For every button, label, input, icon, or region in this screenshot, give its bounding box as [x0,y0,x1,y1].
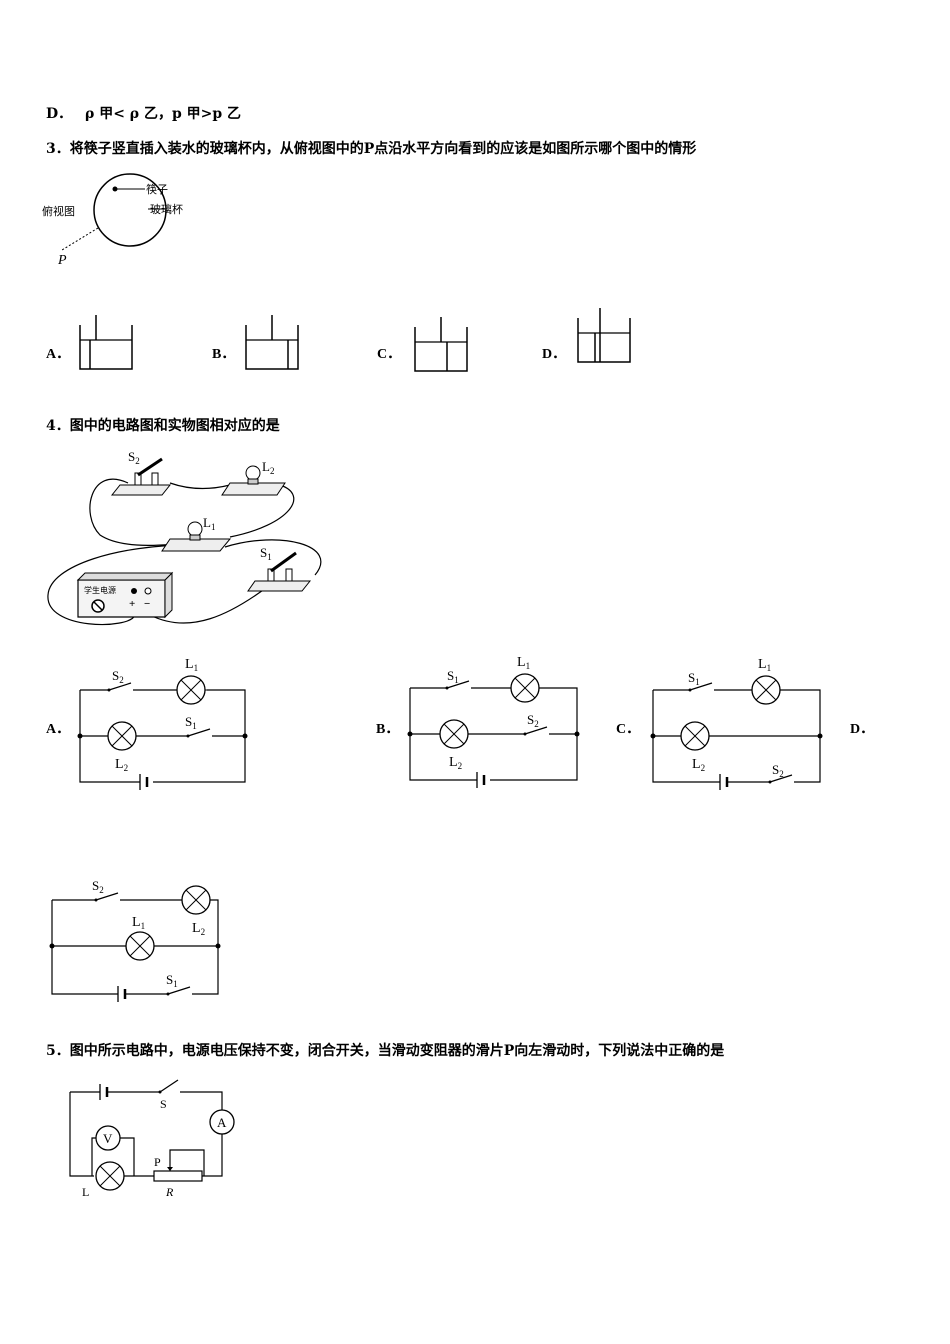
q5-stem: 5．图中所示电路中，电源电压保持不变，闭合开关，当滑动变阻器的滑片P向左滑动时，… [46,1043,725,1059]
svg-text:L1: L1 [758,657,771,673]
svg-text:L1: L1 [203,515,215,532]
q3-top-view-figure: 筷子 玻璃杯 俯视图 P [42,173,183,268]
q4-circuit-d: S2 L1 L2 S1 [49,878,221,1002]
q3-option-d: D． [542,347,567,362]
q4-option-d: D． [850,722,875,737]
svg-text:S1: S1 [166,972,178,989]
q3-option-a-figure [79,315,133,370]
rheostat-label: R [165,1185,174,1199]
switch-label: S [160,1097,167,1111]
svg-text:S2: S2 [527,712,539,729]
svg-text:S1: S1 [447,668,459,685]
ammeter-label: A [217,1115,227,1130]
svg-text:L2: L2 [692,757,705,773]
q4-circuit-b: S1 L1 S2 L2 [407,655,580,788]
q3-option-b-figure [245,315,299,370]
q4-option-b: B． [376,722,400,737]
svg-text:L2: L2 [192,921,205,937]
power-label: 学生电源 [84,585,116,595]
q4-option-a: A． [46,722,71,737]
svg-text:S2: S2 [128,449,140,466]
glass-top-view [93,173,167,247]
q4-stem: 4．图中的电路图和实物图相对应的是 [46,418,280,434]
rheostat [153,1170,203,1182]
svg-text:L2: L2 [262,459,274,476]
svg-text:−: − [144,598,150,610]
voltmeter-label: V [103,1131,113,1146]
svg-text:S1: S1 [688,670,700,687]
q3-option-c-figure [414,317,468,372]
lamp-label: L [82,1185,89,1199]
slider-label: P [154,1155,161,1169]
svg-text:L1: L1 [185,657,198,673]
glass-label: 玻璃杯 [150,202,183,216]
svg-text:L1: L1 [132,915,145,931]
svg-text:L2: L2 [115,757,128,773]
svg-text:S2: S2 [772,762,784,779]
q3-stem: 3．将筷子竖直插入装水的玻璃杯内，从俯视图中的P点沿水平方向看到的应该是如图所示… [46,141,697,157]
q2-option-d: D． ρ 甲< ρ 乙，p 甲>p 乙 [46,103,241,123]
q3-option-a: A． [46,347,71,362]
q5-circuit: A V S P L R [69,1079,235,1199]
svg-text:L1: L1 [517,655,530,671]
svg-text:S2: S2 [92,878,104,895]
top-view-label: 俯视图 [42,204,75,218]
svg-text:S1: S1 [260,545,272,562]
chopstick-dot [112,186,118,192]
q3-option-b: B． [212,347,236,362]
option-letter: D． [46,106,73,122]
q4-circuit-c: S1 L1 L2 S2 [650,657,823,790]
bulb-l1 [187,521,203,537]
svg-text:S1: S1 [185,714,197,731]
bulb-l2 [245,465,261,481]
q3-option-d-figure [577,308,631,363]
point-p-label: P [57,253,67,268]
chopstick-label: 筷子 [146,182,168,196]
q4-option-c: C． [616,722,641,737]
q3-option-c: C． [377,347,402,362]
svg-text:+: + [129,598,135,610]
option-text: ρ 甲< ρ 乙，p 甲>p 乙 [85,106,242,122]
q4-circuit-a: S2 L1 S1 L2 [77,657,248,790]
q4-physical-circuit: S2 L2 L1 S1 学生电源 + − [47,449,322,626]
svg-text:L2: L2 [449,755,462,771]
svg-text:S2: S2 [112,668,124,685]
